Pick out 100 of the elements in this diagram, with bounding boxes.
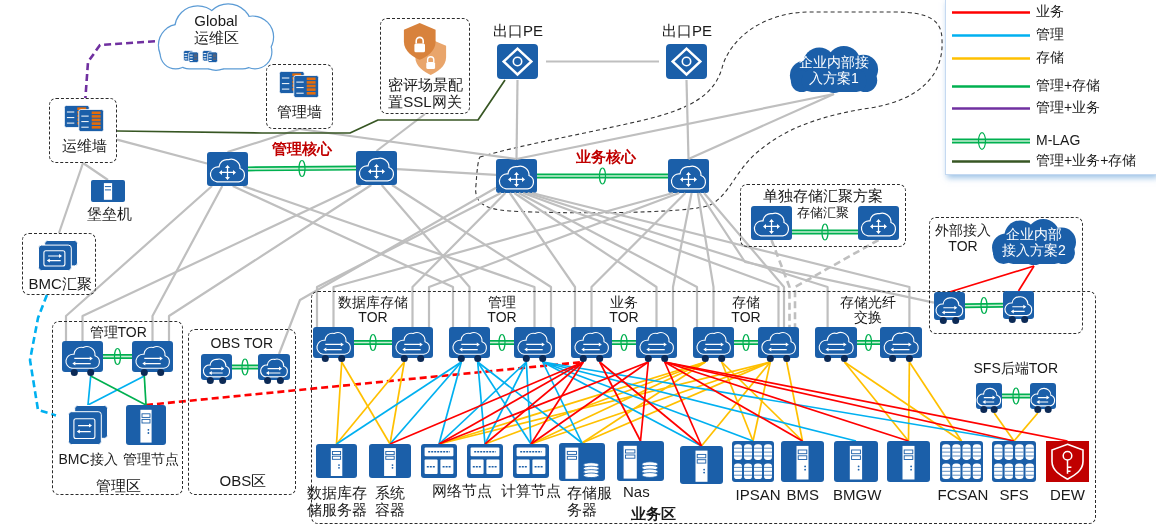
device-label: 存储TOR [730, 295, 762, 325]
link-line [639, 361, 650, 442]
link-line [516, 92, 835, 161]
link-line [340, 361, 391, 445]
legend-label: 存储 [1036, 49, 1064, 66]
link-line [87, 375, 92, 406]
group-title: OBS区 [219, 472, 267, 489]
link-line [671, 192, 693, 327]
vm-host-icon [467, 444, 503, 478]
link-line [993, 412, 1015, 442]
link-line [116, 79, 506, 134]
device-label: BMC接入 [58, 451, 118, 467]
link-line [530, 361, 585, 445]
server-icon [887, 441, 930, 482]
link-line [438, 361, 463, 445]
link-line [411, 192, 507, 327]
link-line [335, 361, 406, 445]
link-line [581, 361, 707, 444]
mlag-link [611, 340, 637, 345]
link-line [1017, 265, 1035, 292]
vm-host-icon [513, 444, 549, 478]
link-line [700, 361, 772, 447]
group-title: 外部接入TOR [934, 222, 992, 254]
switch-icon [758, 327, 799, 362]
link-line [698, 192, 935, 304]
dashed-group-box [49, 98, 117, 163]
mlag-link [536, 173, 669, 179]
switch-icon [313, 327, 354, 362]
group-title: 业务核心 [576, 148, 636, 165]
legend-label: 管理+业务+存储 [1036, 152, 1137, 169]
device-label: 堡垒机 [86, 205, 132, 222]
dashed-group-box [740, 184, 906, 247]
link-line [484, 361, 528, 445]
link-line [843, 361, 910, 442]
switch-icon [636, 327, 677, 362]
link-line [143, 375, 147, 406]
dashed-link-line [84, 39, 156, 99]
device-label: 出口PE [493, 22, 543, 39]
switch-icon [751, 206, 792, 240]
link-line [335, 361, 463, 445]
link-line [64, 185, 213, 341]
device-label: 数据库存储服务器 [307, 484, 367, 518]
link-line [518, 192, 699, 327]
device-label: IPSAN [735, 486, 781, 503]
device-label: 网络节点 [432, 483, 492, 499]
device-label: 计算节点 [501, 483, 561, 499]
link-line [525, 361, 532, 445]
link-line [227, 127, 300, 154]
link-line [232, 185, 455, 327]
dashed-link-line [770, 239, 791, 327]
legend-label: 管理 [1036, 26, 1064, 43]
link-line [907, 361, 911, 442]
group-title: 管理区 [95, 477, 141, 494]
group-title: 业务区 [630, 505, 676, 522]
mlag-link [247, 165, 357, 172]
device-label: DEW [1050, 486, 1085, 503]
link-line [151, 185, 224, 341]
switch-icon [571, 327, 612, 362]
switch-icon [668, 159, 709, 193]
link-line [948, 265, 1035, 293]
switch-icon [976, 383, 1002, 413]
link-line [380, 184, 471, 327]
link-line [389, 361, 406, 445]
link-line [277, 186, 497, 355]
switch-icon [207, 152, 248, 186]
mlag-link [231, 364, 259, 370]
switch-icon [392, 327, 433, 362]
link-line [530, 361, 650, 445]
dashed-group-box [52, 321, 183, 495]
link-line [598, 361, 703, 447]
link-line [391, 184, 553, 327]
device-label: 系统容器 [374, 484, 406, 518]
switch-icon [693, 327, 734, 362]
legend-label: 业务 [1036, 3, 1064, 20]
device-label: SFS后端TOR [973, 361, 1059, 376]
link-line [116, 138, 208, 165]
legend-label: M-LAG [1036, 132, 1081, 149]
legend-label: 管理+存储 [1036, 77, 1101, 94]
switch-icon [1003, 291, 1034, 323]
link-line [908, 361, 963, 442]
dashed-group-box [380, 18, 470, 114]
switch-icon [449, 327, 490, 362]
group-title: 运维墙 [61, 137, 107, 154]
link-line [242, 184, 536, 327]
link-line [167, 184, 372, 341]
link-line [1013, 412, 1039, 442]
dashed-group-box [22, 233, 96, 295]
mlag-link [791, 229, 859, 235]
switch-icon [132, 341, 173, 376]
switch-icon [356, 151, 397, 185]
link-line [581, 361, 772, 444]
dashed-link-line [793, 238, 880, 327]
link-line [332, 191, 674, 327]
device-label: 管理TOR [486, 295, 518, 325]
edge-label: 管理核心 [271, 140, 333, 157]
link-line [590, 192, 687, 327]
link-line [527, 191, 829, 327]
server-icon [680, 446, 723, 484]
mlag-link [733, 340, 759, 345]
dashed-link-line [28, 294, 57, 417]
